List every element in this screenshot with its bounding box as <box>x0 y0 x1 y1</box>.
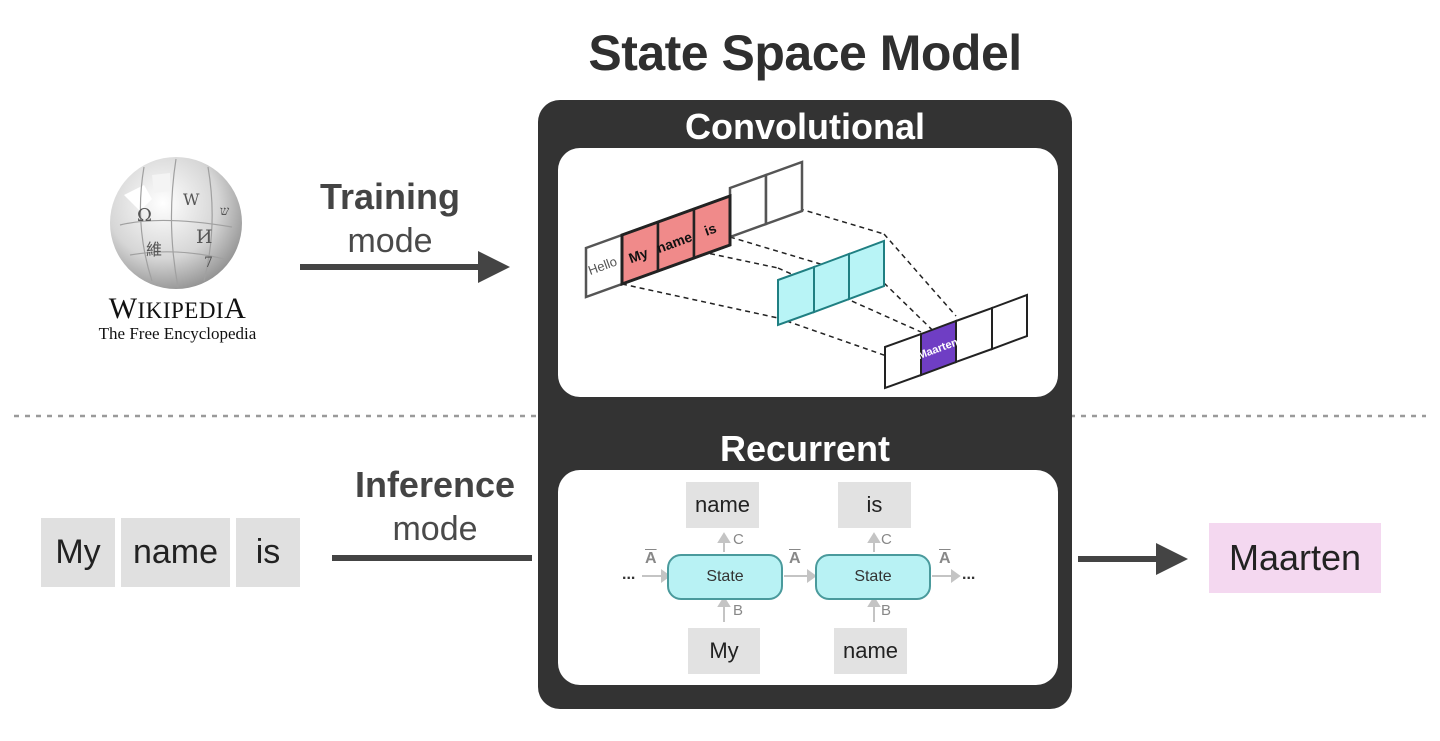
output-arrow <box>1078 543 1188 575</box>
svg-text:Ω: Ω <box>137 205 152 226</box>
output-token-box: name <box>686 482 759 528</box>
training-mode-label: mode <box>347 222 433 260</box>
b-matrix-label: B <box>881 602 892 619</box>
diagram-title: State Space Model <box>588 25 1022 81</box>
convolution-diagram: Hello My name is Maarten <box>584 160 1028 390</box>
recurrent-box: name is My name State State ... ... A A … <box>558 470 1058 685</box>
c-matrix-label: C <box>733 531 744 548</box>
svg-text:И: И <box>196 226 213 248</box>
input-token: is <box>236 518 300 587</box>
training-arrow <box>300 251 510 283</box>
b-matrix-label: B <box>733 602 744 619</box>
svg-text:維: 維 <box>146 240 162 259</box>
wikipedia-wordmark: WIKIPEDIA <box>108 292 247 325</box>
a-matrix-label: A <box>789 550 801 567</box>
inference-label: Inference <box>354 464 516 505</box>
a-matrix-label: A <box>645 550 657 567</box>
inference-line <box>332 555 532 561</box>
wikipedia-tagline: The Free Encyclopedia <box>98 324 257 343</box>
input-token: My <box>41 518 115 587</box>
recurrent-heading: Recurrent <box>719 428 891 469</box>
state-node: State <box>815 554 931 600</box>
training-label: Training <box>319 176 460 217</box>
output-token: Maarten <box>1209 523 1381 593</box>
svg-text:7: 7 <box>204 255 213 271</box>
inference-mode-label: mode <box>392 510 478 548</box>
svg-text:ש: ש <box>220 204 230 219</box>
convolutional-heading: Convolutional <box>685 106 925 147</box>
svg-text:W: W <box>183 190 200 209</box>
c-matrix-label: C <box>881 531 892 548</box>
input-token-box: My <box>688 628 760 674</box>
state-node: State <box>667 554 783 600</box>
a-matrix-label: A <box>939 550 951 567</box>
convolutional-box: Hello My name is Maarten <box>558 148 1058 397</box>
output-token-box: is <box>838 482 911 528</box>
input-token-box: name <box>834 628 907 674</box>
ellipsis-left: ... <box>622 566 636 583</box>
input-token: name <box>121 518 230 587</box>
conv-token-label: My <box>626 244 650 266</box>
state-space-model-panel: Convolutional <box>538 100 1072 709</box>
recurrent-arrows <box>642 532 961 622</box>
conv-token-label: is <box>702 220 719 239</box>
ellipsis-right: ... <box>962 566 976 583</box>
wikipedia-globe-icon: Ω W И 維 7 ש <box>110 157 242 289</box>
